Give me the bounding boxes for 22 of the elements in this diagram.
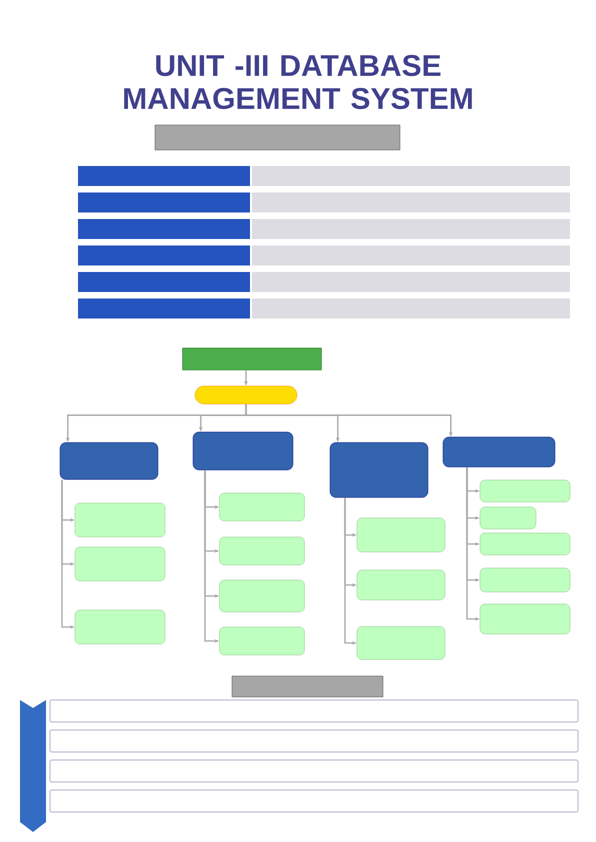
item-box bbox=[480, 604, 570, 634]
item-box bbox=[74, 610, 166, 644]
group-box bbox=[330, 442, 428, 498]
item-box bbox=[480, 532, 570, 556]
item-box bbox=[480, 568, 570, 592]
item-box bbox=[480, 480, 570, 502]
item-box bbox=[480, 506, 536, 530]
title: UNIT -III DATABASE MANAGEMENT SYSTEM bbox=[124, 54, 472, 110]
item-box bbox=[74, 502, 166, 538]
item-box bbox=[356, 570, 446, 600]
group-box bbox=[60, 442, 158, 480]
group-box bbox=[442, 436, 556, 468]
root-box bbox=[182, 348, 322, 370]
item-box bbox=[219, 580, 305, 612]
item-box bbox=[356, 626, 446, 660]
item-box bbox=[219, 536, 305, 566]
item-box bbox=[219, 626, 305, 656]
category-box bbox=[194, 386, 298, 404]
item-box bbox=[219, 492, 305, 522]
item-box bbox=[356, 518, 446, 552]
group-box bbox=[192, 432, 294, 470]
item-box bbox=[74, 546, 166, 582]
